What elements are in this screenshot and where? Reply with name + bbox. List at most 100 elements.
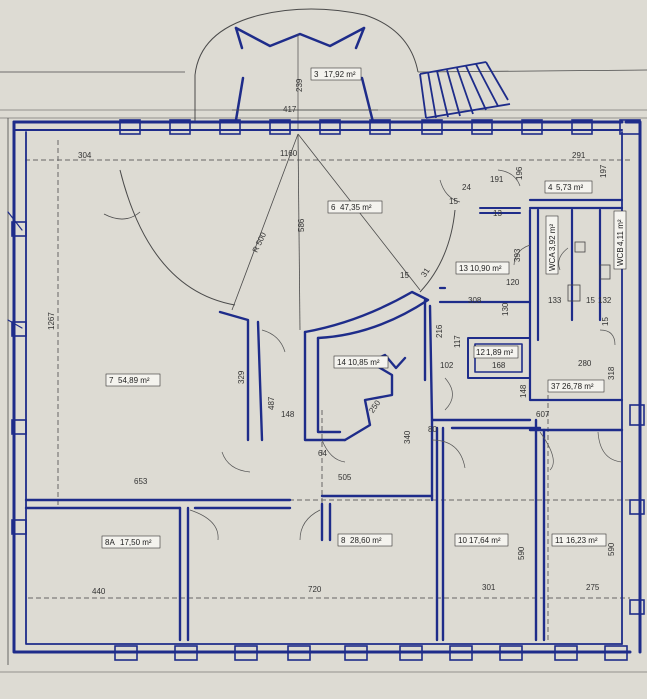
room-label-6: 6 47,35 m² [327,200,383,214]
svg-text:13: 13 [459,264,468,273]
dim-586: 586 [297,218,306,232]
dim-301: 301 [482,583,496,592]
room-label-8a: 8A 17,50 m² [101,535,161,549]
dim-13: 13 [493,209,502,218]
dimension-labels: 239 417 304 1160 291 191 196 197 24 15 1… [47,78,616,596]
dim-196: 196 [515,166,524,180]
svg-text:14: 14 [337,358,346,367]
svg-text:10,90 m²: 10,90 m² [470,264,502,273]
room-label-wca: WCA 3,92 m² [545,215,559,275]
interior-walls [24,198,624,642]
outer-walls [7,120,642,654]
svg-text:8A: 8A [105,538,115,547]
dim-720: 720 [308,585,322,594]
svg-text:28,60 m²: 28,60 m² [350,536,382,545]
svg-text:26,78 m²: 26,78 m² [562,382,594,391]
svg-text:7: 7 [109,376,114,385]
dim-102: 102 [440,361,454,370]
dim-148: 148 [519,384,528,398]
svg-text:6: 6 [331,203,336,212]
svg-text:54,89 m²: 54,89 m² [118,376,150,385]
dim-308: 308 [468,296,482,305]
door-swings [189,169,623,541]
room-label-3: 3 17,92 m² [310,67,362,81]
room-label-14: 14 10,85 m² [333,355,389,369]
svg-text:47,35 m²: 47,35 m² [340,203,372,212]
svg-text:WCA: WCA [548,252,557,271]
room-label-12: 12 1,89 m² [473,345,519,359]
dim-80: 80 [428,425,437,434]
dim-304: 304 [78,151,92,160]
dim-168: 168 [492,361,506,370]
dim-291: 291 [572,151,586,160]
svg-text:3,92 m²: 3,92 m² [548,224,557,251]
svg-text:16,23 m²: 16,23 m² [566,536,598,545]
dim-239: 239 [295,78,304,92]
room-label-11: 11 16,23 m² [551,533,607,547]
svg-text:10: 10 [458,536,467,545]
room-label-wcb: WCB 4,11 m² [613,210,627,270]
dim-24: 24 [462,183,471,192]
dim-148b: 148 [281,410,295,419]
dim-197: 197 [599,164,608,178]
dim-590b: 590 [607,542,616,556]
bottom-columns [114,645,628,661]
top-columns [119,119,641,135]
svg-text:8: 8 [341,536,346,545]
room-label-8: 8 28,60 m² [337,533,393,547]
dim-191: 191 [490,175,504,184]
wc-fixtures [567,241,611,302]
dim-216: 216 [435,324,444,338]
dim-318: 318 [607,366,616,380]
svg-text:37: 37 [551,382,560,391]
dim-15a: 15 [449,197,458,206]
dim-15d: 15 [601,317,610,326]
room-label-10: 10 17,64 m² [454,533,509,547]
room-label-4: 4 5,73 m² [544,180,593,194]
dim-133: 133 [548,296,562,305]
dim-120: 120 [506,278,520,287]
svg-text:1,89 m²: 1,89 m² [486,348,513,357]
svg-text:5,73 m²: 5,73 m² [556,183,583,192]
dim-653: 653 [134,477,148,486]
svg-text:4: 4 [548,183,553,192]
dim-15b: 15 [400,271,409,280]
room-labels: 3 17,92 m² 6 47,35 m² 4 5,73 m² WCA 3,92… [101,67,627,549]
dim-487: 487 [267,396,276,410]
dim-590a: 590 [517,546,526,560]
dim-117: 117 [453,335,462,348]
svg-text:12: 12 [476,348,485,357]
bay-window [194,8,419,130]
dim-393: 393 [513,248,522,262]
svg-text:17,50 m²: 17,50 m² [120,538,152,547]
dim-275: 275 [586,583,600,592]
dim-329: 329 [237,370,246,384]
room-label-37: 37 26,78 m² [547,379,605,393]
dim-64: 64 [318,449,327,458]
dim-280: 280 [578,359,592,368]
dim-340: 340 [403,430,412,444]
svg-text:WCB: WCB [616,247,625,266]
room-6-arc [103,133,456,331]
side-columns [11,221,645,615]
svg-text:17,92 m²: 17,92 m² [324,70,356,79]
room-label-7: 7 54,89 m² [105,373,161,387]
dim-15c: 15 [586,296,595,305]
dim-1267: 1267 [47,312,56,330]
svg-text:11: 11 [555,536,564,545]
dim-505: 505 [338,473,352,482]
svg-text:4,11 m²: 4,11 m² [616,219,625,246]
staircase [419,61,511,119]
svg-text:3: 3 [314,70,319,79]
dim-130: 130 [501,302,510,316]
dim-132: 132 [598,296,612,305]
svg-text:17,64 m²: 17,64 m² [469,536,501,545]
dim-440: 440 [92,587,106,596]
dim-607: 607 [536,410,550,419]
room-label-13: 13 10,90 m² [455,261,510,275]
dim-417: 417 [283,105,297,114]
dim-1160: 1160 [280,149,298,158]
svg-text:10,85 m²: 10,85 m² [348,358,380,367]
